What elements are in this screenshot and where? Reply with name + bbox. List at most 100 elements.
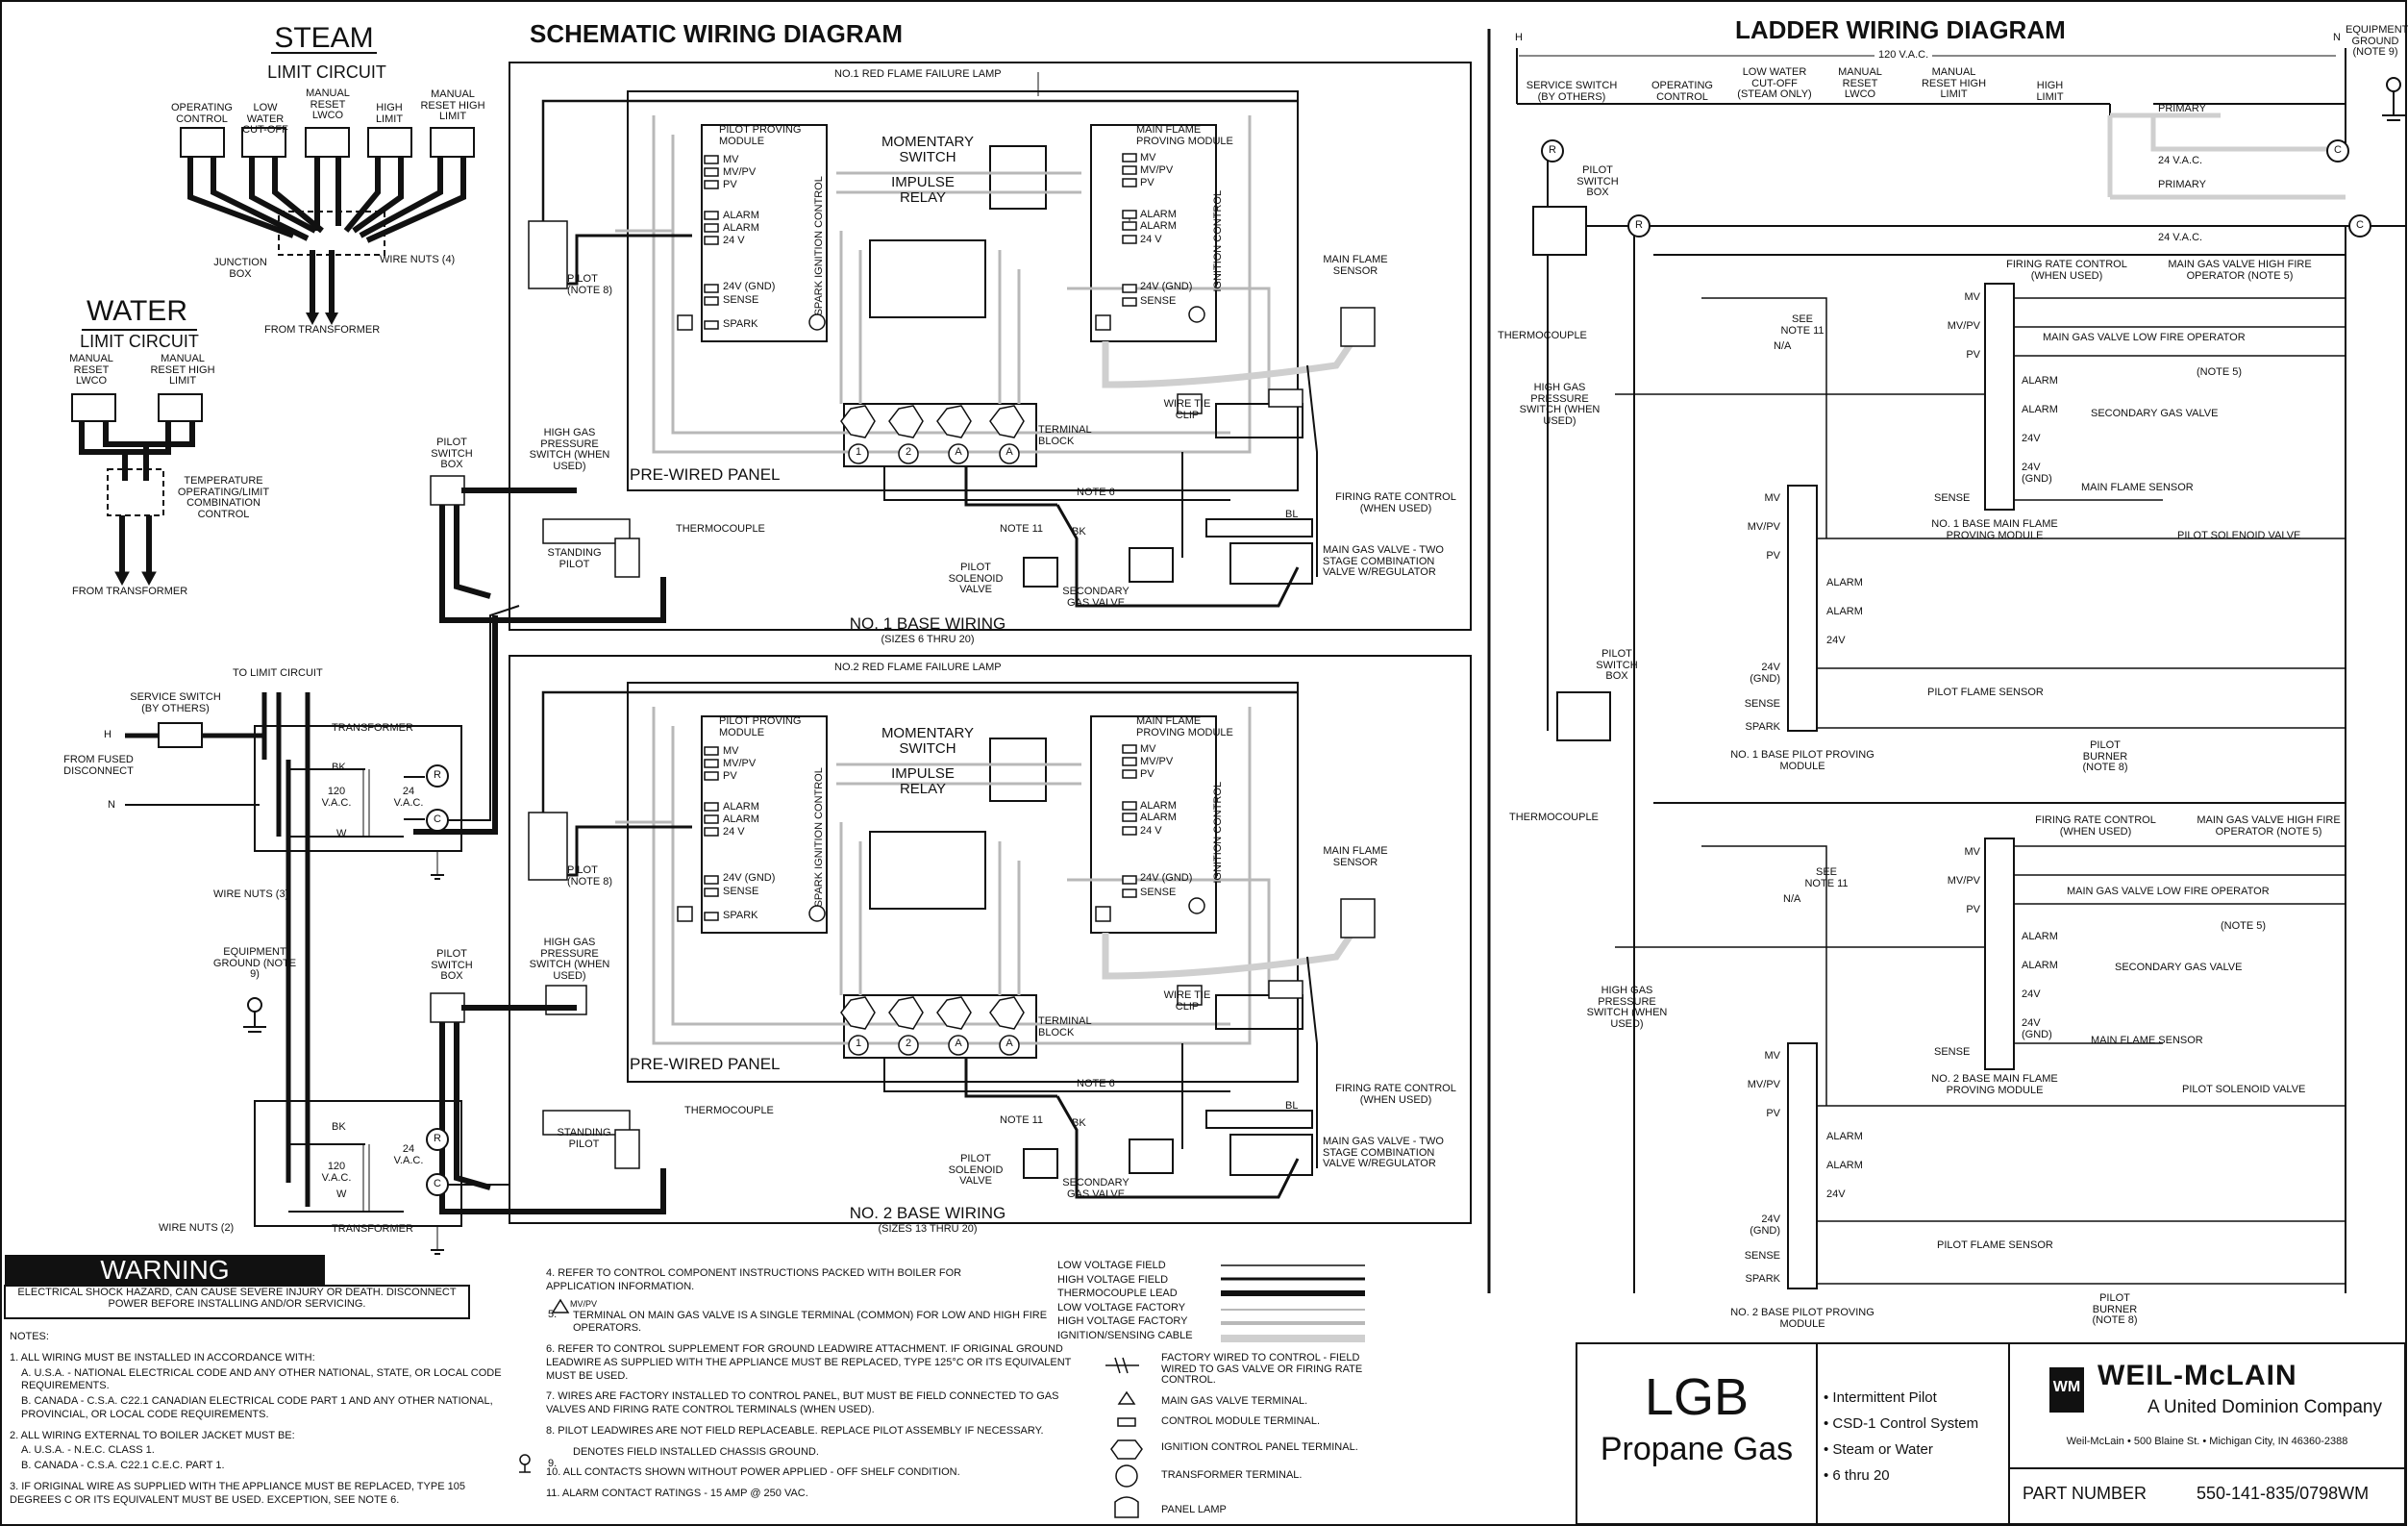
note-2b: B. CANADA - C.S.A. C22.1 C.E.C. PART 1. [21, 1460, 225, 1471]
note-7: 7. WIRES ARE FACTORY INSTALLED TO CONTRO… [546, 1390, 1059, 1415]
note-6: 6. REFER TO CONTROL SUPPLEMENT FOR GROUN… [546, 1343, 1072, 1382]
transformer-1-c: C [434, 813, 441, 825]
legend-ign: IGNITION/SENSING CABLE [1057, 1329, 1193, 1341]
ladder-mf1-terms: MV MV/PV PV [1932, 291, 1980, 378]
transformer-1-r: R [434, 769, 441, 781]
ladder-hf-2: MAIN GAS VALVE HIGH FIRE OPERATOR (NOTE … [2197, 814, 2341, 838]
lt: ALARM [1826, 1160, 1863, 1171]
base2-term-r7: 24V (GND) [1140, 872, 1193, 884]
base2-term-id-1: 1 [855, 1038, 862, 1049]
base2-lamp-label: NO.2 RED FLAME FAILURE LAMP [834, 662, 1002, 673]
lt: 24V [1826, 635, 1846, 646]
notes-heading: NOTES: [10, 1331, 49, 1342]
lt: MV/PV [1947, 320, 1980, 332]
legend-sym-5: TRANSFORMER TERMINAL. [1161, 1469, 1303, 1481]
lt: MV [1964, 291, 1981, 303]
ladder-thermo-2: THERMOCOUPLE [1509, 812, 1599, 823]
company-address: Weil-McLain • 500 Blaine St. • Michigan … [2066, 1436, 2348, 1447]
steam-arrows [306, 313, 338, 325]
base1-title: NO. 1 BASE WIRING [849, 614, 1006, 633]
wire-nuts-4-label: WIRE NUTS (4) [380, 254, 456, 265]
water-control-1: MANUAL RESET LWCO [69, 353, 113, 388]
lt: PV [1766, 550, 1780, 562]
ladder-transformer [2107, 113, 2346, 200]
transformer-1-primary: 120 V.A.C. [321, 786, 352, 809]
fuel-type: Propane Gas [1600, 1431, 1794, 1467]
ladder-pfs-1: PILOT FLAME SENSOR [1927, 687, 2044, 698]
base1-wire-tie: WIRE TIE CLIP [1163, 398, 1211, 421]
note-8: 8. PILOT LEADWIRES ARE NOT FIELD REPLACE… [546, 1424, 1044, 1437]
base1-thermocouple: THERMOCOUPLE [676, 523, 765, 535]
transformer-1-w: W [336, 828, 347, 839]
base2-standing-pilot: STANDING PILOT [557, 1127, 611, 1150]
h-label: H [104, 729, 112, 740]
base1-mfpm: MAIN FLAME PROVING MODULE [1136, 124, 1233, 147]
base2-term-r2: MV/PV [1140, 756, 1174, 767]
legend-lines [1221, 1264, 1365, 1342]
steam-limit-circuit [180, 52, 475, 317]
lt: ALARM [1826, 1131, 1863, 1142]
n-label: N [108, 799, 115, 811]
ladder-c-1: C [2334, 144, 2342, 156]
lt: 24V (GND) [1750, 1213, 1780, 1237]
ladder-pp2-bottom: 24V (GND) SENSE SPARK [1730, 1213, 1780, 1292]
ladder-firing-2: FIRING RATE CONTROL (WHEN USED) [2035, 814, 2156, 838]
ladder-module-boxes [1532, 139, 2371, 1289]
transformer-1 [125, 605, 520, 875]
base1-pilot-proving: PILOT PROVING MODULE [719, 124, 802, 147]
lt: 24V [2022, 988, 2041, 1000]
base1-term-r8: SENSE [1140, 295, 1177, 307]
ladder-sw-6: HIGH LIMIT [2036, 80, 2064, 103]
base1-bl: BL [1285, 509, 1299, 520]
ladder-see-note-2: SEE NOTE 11 [1804, 866, 1849, 889]
lt: MV [1764, 492, 1781, 504]
ladder-mf1-terms-r: ALARM ALARM 24V 24V (GND) [2022, 375, 2060, 490]
ladder-psv-2: PILOT SOLENOID VALVE [2182, 1084, 2306, 1095]
base1-term-l7: 24V (GND) [723, 281, 776, 292]
base2-spark-ignition: SPARK IGNITION CONTROL [812, 767, 825, 908]
ladder-mf1-sense: SENSE [1934, 492, 1971, 504]
from-fused-disconnect: FROM FUSED DISCONNECT [63, 754, 134, 777]
base1-prewired: PRE-WIRED PANEL [630, 465, 781, 484]
note-9: DENOTES FIELD INSTALLED CHASSIS GROUND. [573, 1445, 819, 1458]
lt: SENSE [1744, 1250, 1780, 1262]
water-title: WATER [87, 295, 187, 327]
base2-term-l7: 24V (GND) [723, 872, 776, 884]
lt: MV [1964, 846, 1981, 858]
transformer-1-secondary: 24 V.A.C. [393, 786, 424, 809]
note-1a: A. U.S.A. - NATIONAL ELECTRICAL CODE AND… [21, 1366, 502, 1392]
transformer-2-w: W [336, 1188, 347, 1200]
steam-control-4: HIGH LIMIT [375, 102, 404, 125]
lt: MV [1764, 1050, 1781, 1062]
base1-main-gas-valve: MAIN GAS VALVE - TWO STAGE COMBINATION V… [1323, 544, 1444, 579]
part-number: 550-141-835/0798WM [2197, 1484, 2370, 1503]
ladder-mfpm-1: NO. 1 BASE MAIN FLAME PROVING MODULE [1931, 518, 2058, 541]
transformer-2 [254, 692, 509, 1250]
base2-high-gas: HIGH GAS PRESSURE SWITCH (WHEN USED) [529, 937, 610, 982]
lt: 24V [2022, 433, 2041, 444]
ladder-mf2-terms: MV MV/PV PV [1932, 846, 1980, 933]
feature-1: • Intermittent Pilot [1824, 1389, 1937, 1406]
water-control-2: MANUAL RESET HIGH LIMIT [150, 353, 215, 388]
base2-term-r1: MV [1140, 743, 1156, 755]
note-5: TERMINAL ON MAIN GAS VALVE IS A SINGLE T… [573, 1309, 1048, 1335]
base2-term-l6: 24 V [723, 826, 745, 838]
base1-term-id-3: A [955, 446, 962, 458]
base2-pilot-solenoid: PILOT SOLENOID VALVE [948, 1153, 1004, 1188]
equipment-ground-label: EQUIPMENT GROUND (NOTE 9) [212, 946, 297, 981]
note-1: 1. ALL WIRING MUST BE INSTALLED IN ACCOR… [10, 1351, 315, 1363]
ladder-secgas-1: SECONDARY GAS VALVE [2091, 408, 2219, 419]
base2-term-r8: SENSE [1140, 887, 1177, 898]
lt: MV/PV [1747, 1079, 1780, 1090]
feature-4: • 6 thru 20 [1824, 1467, 1890, 1484]
part-number-label: PART NUMBER [2023, 1484, 2147, 1503]
brand-logo: WM [2052, 1379, 2081, 1395]
water-subtitle: LIMIT CIRCUIT [80, 332, 199, 351]
ladder-psb-2: PILOT SWITCH BOX [1596, 648, 1638, 683]
ladder-burner-2: PILOT BURNER (NOTE 8) [2092, 1292, 2138, 1327]
ladder-hf-1: MAIN GAS VALVE HIGH FIRE OPERATOR (NOTE … [2168, 259, 2312, 282]
lt: MV/PV [1747, 521, 1780, 533]
base2-term-r6: 24 V [1140, 825, 1162, 837]
wire-nuts-2: WIRE NUTS (2) [159, 1222, 235, 1234]
